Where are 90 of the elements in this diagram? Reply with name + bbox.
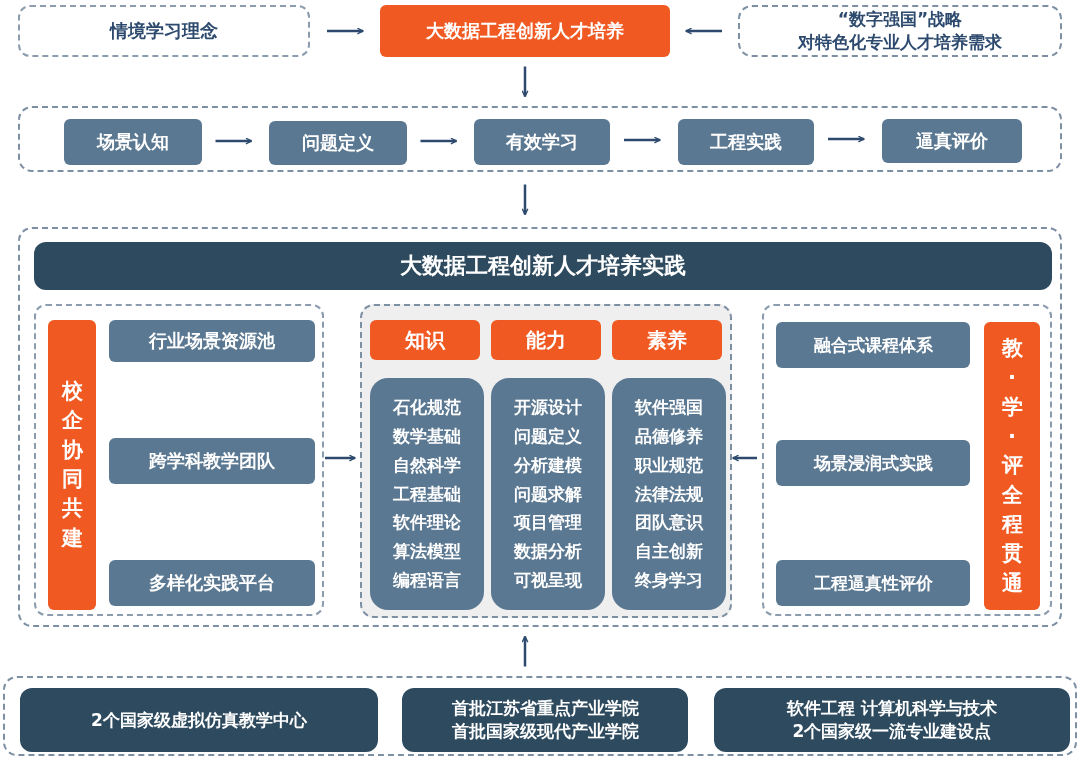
- list-item: 团队意识: [635, 511, 703, 535]
- arrow: [828, 135, 865, 143]
- box-label: 首批国家级现代产业学院: [451, 720, 639, 743]
- box-label: 首批江苏省重点产业学院: [451, 697, 639, 720]
- list-item: 算法模型: [393, 540, 461, 564]
- arrow: [325, 454, 356, 462]
- box-label: 行业场景资源池: [149, 329, 275, 353]
- arrow: [624, 136, 661, 144]
- arrow: [215, 137, 253, 145]
- box-label: 2个国家级虚拟仿真教学中心: [91, 708, 307, 732]
- group-frame: [18, 5, 310, 57]
- box-label: 对特色化专业人才培养需求: [798, 31, 1002, 54]
- highlight-box: [491, 320, 601, 360]
- arrow: [521, 184, 529, 216]
- box-label: 逼真评价: [916, 129, 988, 153]
- list-item: 自然科学: [393, 453, 461, 477]
- box-label: 大数据工程创新人才培养: [426, 19, 624, 43]
- list-item: 石化规范: [393, 395, 461, 419]
- dashed-frame: [3, 676, 1077, 756]
- list-item: 工程基础: [393, 482, 461, 506]
- list-item: 职业规范: [635, 453, 703, 477]
- list-item: 分析建模: [514, 453, 582, 477]
- process-box: [882, 119, 1022, 163]
- box-label: 素养: [647, 326, 687, 354]
- process-box: [109, 438, 315, 484]
- box-label: 校企协同共建: [61, 377, 83, 552]
- list-item: 项目管理: [514, 511, 582, 535]
- process-box: [269, 121, 407, 165]
- box-label: 情境学习理念: [110, 19, 218, 43]
- list-item: 终身学习: [635, 569, 703, 593]
- box-label: 2个国家级一流专业建设点: [792, 720, 992, 743]
- list-item: 法律法规: [635, 482, 703, 506]
- box-label: 跨学科教学团队: [149, 449, 275, 473]
- box-label: 多样化实践平台: [149, 571, 275, 595]
- list-item: 编程语言: [393, 569, 461, 593]
- highlight-box: [48, 320, 96, 610]
- process-box: [678, 119, 814, 165]
- box-label: 场景认知: [97, 130, 169, 154]
- list-item: 软件理论: [393, 511, 461, 535]
- highlight-box: [380, 5, 670, 57]
- list-item: 问题定义: [514, 424, 582, 448]
- box-label: 场景浸润式实践: [813, 451, 933, 475]
- box-label: 融合式课程体系: [813, 333, 933, 357]
- box-label: 问题定义: [302, 131, 374, 155]
- highlight-box: [370, 320, 480, 360]
- dashed-frame: [18, 106, 1062, 172]
- title-bar: [714, 688, 1070, 752]
- process-box: [474, 119, 610, 165]
- dashed-frame: [34, 304, 324, 616]
- box-label: 知识: [405, 326, 445, 354]
- box-label: 大数据工程创新人才培养实践: [400, 252, 686, 280]
- list-item: 品德修养: [635, 424, 703, 448]
- list-panel: [612, 378, 726, 610]
- process-box: [776, 322, 970, 368]
- list-item: 可视呈现: [514, 569, 582, 593]
- dashed-frame: [18, 227, 1062, 627]
- list-item: 软件强国: [635, 395, 703, 419]
- process-box: [109, 560, 315, 606]
- list-item: 数据分析: [514, 540, 582, 564]
- list-panel: [370, 378, 484, 610]
- arrow: [521, 635, 529, 667]
- title-bar: [20, 688, 378, 752]
- arrow: [420, 137, 458, 145]
- list-item: 开源设计: [514, 395, 582, 419]
- box-label: 软件工程 计算机科学与技术: [787, 697, 997, 720]
- process-box: [64, 119, 202, 165]
- dashed-frame: [360, 304, 732, 618]
- highlight-box: [612, 320, 722, 360]
- list-item: 问题求解: [514, 482, 582, 506]
- arrow: [732, 454, 757, 462]
- title-bar: [34, 242, 1052, 290]
- group-frame: [738, 5, 1062, 57]
- process-box: [776, 440, 970, 486]
- title-bar: [402, 688, 688, 752]
- list-panel: [491, 378, 605, 610]
- highlight-box: [984, 322, 1040, 610]
- dashed-frame: [762, 304, 1052, 616]
- list-item: 自主创新: [635, 540, 703, 564]
- arrow: [327, 27, 364, 35]
- box-label: 能力: [526, 326, 566, 354]
- box-label: “数字强国”战略: [837, 8, 963, 31]
- arrow: [521, 66, 529, 98]
- box-label: 工程逼真性评价: [813, 571, 933, 595]
- arrow: [685, 27, 722, 35]
- list-item: 数学基础: [393, 424, 461, 448]
- box-label: 教·学·评全程贯通: [1001, 334, 1023, 597]
- process-box: [109, 320, 315, 362]
- process-box: [776, 560, 970, 606]
- box-label: 工程实践: [710, 130, 782, 154]
- box-label: 有效学习: [506, 130, 578, 154]
